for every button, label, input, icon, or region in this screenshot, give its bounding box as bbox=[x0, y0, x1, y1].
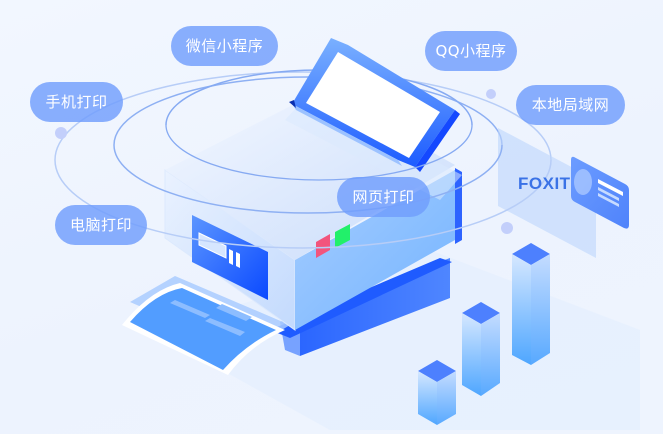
orbit-node bbox=[55, 127, 67, 139]
label-pc-print[interactable]: 电脑打印 bbox=[55, 205, 147, 245]
id-card-icon bbox=[571, 156, 629, 229]
label-mobile-print[interactable]: 手机打印 bbox=[30, 82, 123, 122]
scanner-lid bbox=[285, 38, 462, 200]
label-wechat-miniprogram[interactable]: 微信小程序 bbox=[171, 26, 278, 66]
printer-base bbox=[300, 258, 450, 356]
orbit-rings-front bbox=[54, 124, 552, 249]
printed-paper bbox=[130, 288, 276, 370]
orbit-node bbox=[486, 89, 496, 99]
label-qq-miniprogram[interactable]: QQ小程序 bbox=[425, 31, 517, 71]
foxit-panel bbox=[498, 128, 596, 258]
label-local-network[interactable]: 本地局域网 bbox=[516, 85, 625, 125]
indicator-light-red bbox=[316, 234, 330, 258]
indicator-light-green bbox=[335, 224, 350, 248]
label-web-print[interactable]: 网页打印 bbox=[337, 177, 430, 217]
bar-pillars-icon bbox=[418, 243, 550, 425]
orbit-node bbox=[501, 222, 513, 234]
foxit-brand-label: FOXIT bbox=[518, 174, 571, 193]
